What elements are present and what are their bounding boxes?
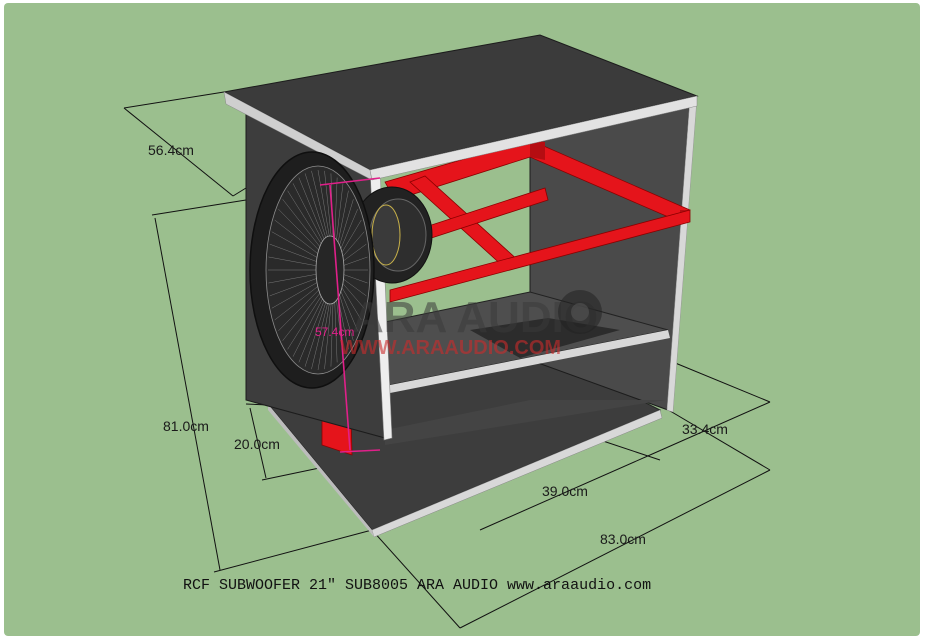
driver-measure <box>319 177 381 453</box>
dim-front-width: 83.0cm <box>600 531 646 547</box>
cabinet-floor <box>385 400 665 445</box>
dim-side-depth: 33.4cm <box>682 421 728 437</box>
dim-plinth-height: 20.0cm <box>234 436 280 452</box>
dim-height: 81.0cm <box>163 418 209 434</box>
dimension-lines <box>123 91 771 629</box>
dim-depth-top: 56.4cm <box>148 142 194 158</box>
watermark-url: WWW.ARAAUDIO.COM <box>340 337 561 359</box>
watermark: ARA AUDIO WWW.ARAAUDIO.COM <box>340 290 602 359</box>
caption: RCF SUBWOOFER 21" SUB8005 ARA AUDIO www.… <box>183 577 651 594</box>
top-panel <box>222 34 699 181</box>
brace-frame <box>384 139 691 303</box>
watermark-logo: ARA AUDIO <box>352 293 598 342</box>
dim-driver-diameter: 57.4cm <box>315 325 354 339</box>
dim-inner-width: 39.0cm <box>542 483 588 499</box>
